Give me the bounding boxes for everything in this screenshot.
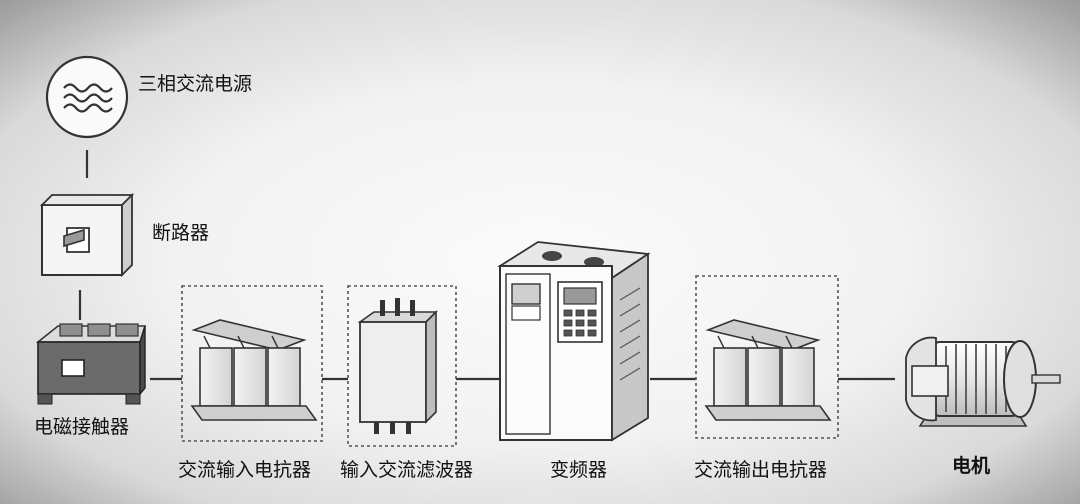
- label-circuit-breaker: 断路器: [152, 222, 210, 244]
- label-inverter: 变频器: [550, 459, 608, 481]
- connection-wires: [78, 150, 895, 381]
- label-power-source: 三相交流电源: [138, 73, 253, 95]
- output-reactor-icon: [695, 275, 839, 439]
- inverter-icon: [497, 241, 651, 442]
- label-input-filter: 输入交流滤波器: [340, 459, 474, 481]
- motor-icon: [905, 336, 1061, 427]
- ac-source-icon: [45, 55, 129, 139]
- input-reactor-icon: [181, 285, 323, 442]
- circuit-breaker-icon: [39, 192, 135, 278]
- label-contactor: 电磁接触器: [34, 416, 130, 438]
- label-motor: 电机: [952, 455, 991, 477]
- input-filter-icon: [347, 285, 457, 447]
- label-input-reactor: 交流输入电抗器: [178, 459, 312, 481]
- contactor-icon: [35, 323, 147, 405]
- label-output-reactor: 交流输出电抗器: [694, 459, 828, 481]
